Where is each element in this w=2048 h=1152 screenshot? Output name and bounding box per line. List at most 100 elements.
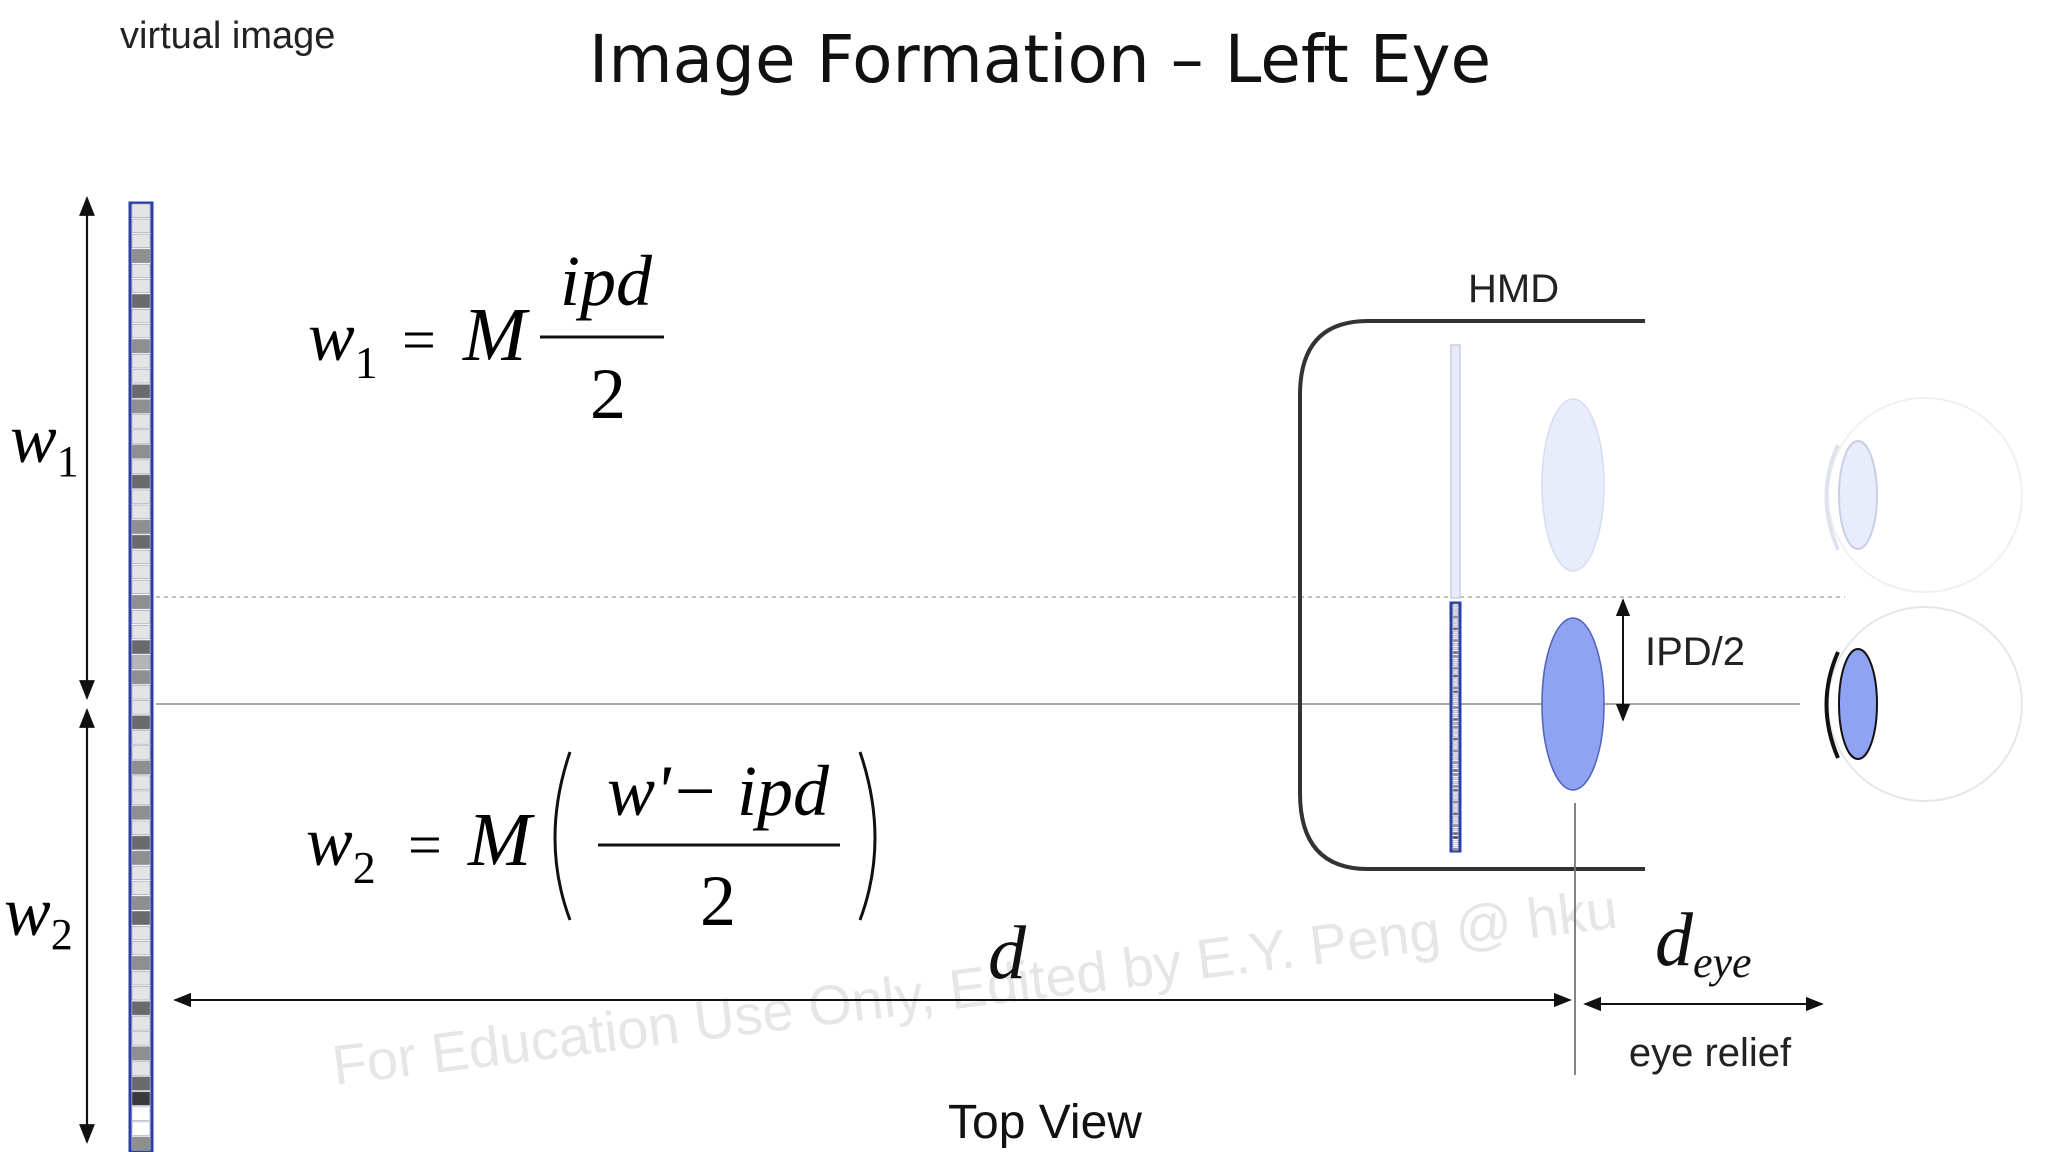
panel-pixel-cell xyxy=(1452,674,1459,678)
eye-lens-left xyxy=(1838,648,1878,760)
strip-pixel-cell xyxy=(131,1061,151,1076)
panel-pixel-cell xyxy=(1452,796,1459,800)
panel-pixel-cell xyxy=(1452,776,1459,780)
panel-pixel-cell xyxy=(1452,835,1459,839)
w1-side-label: w1 xyxy=(10,401,79,486)
panel-pixel-cell xyxy=(1452,725,1459,729)
strip-pixel-cell xyxy=(131,233,151,248)
strip-pixel-cell xyxy=(131,805,151,820)
strip-pixel-cell xyxy=(131,1091,151,1106)
strip-pixel-cell xyxy=(131,354,151,369)
strip-pixel-cell xyxy=(131,324,151,339)
strip-pixel-cell xyxy=(131,760,151,775)
panel-pixel-cell xyxy=(1452,694,1459,698)
panel-pixel-cell xyxy=(1452,658,1459,662)
d-eye-label: deye xyxy=(1655,898,1752,987)
panel-pixel-cell xyxy=(1452,615,1459,619)
panel-pixel-cell xyxy=(1452,757,1459,761)
strip-pixel-cell xyxy=(131,609,151,625)
panel-pixel-cell xyxy=(1452,745,1459,749)
panel-pixel-cell xyxy=(1452,717,1459,721)
strip-pixel-cell xyxy=(131,504,151,519)
strip-pixel-cell xyxy=(131,369,151,384)
strip-pixel-cell xyxy=(131,941,151,956)
strip-pixel-cell xyxy=(131,519,151,534)
svg-text:w1: w1 xyxy=(308,299,378,388)
panel-pixel-cell xyxy=(1452,623,1459,627)
display-panel-left xyxy=(1449,601,1462,853)
panel-pixel-cell xyxy=(1452,702,1459,706)
panel-pixel-cell xyxy=(1452,769,1459,773)
strip-pixel-cell xyxy=(131,278,151,294)
panel-pixel-cell xyxy=(1452,666,1459,670)
eye-lens-right-faded xyxy=(1838,440,1878,550)
panel-pixel-cell xyxy=(1452,611,1459,615)
strip-pixel-cell xyxy=(131,309,151,324)
panel-pixel-cell xyxy=(1452,635,1459,639)
strip-pixel-cell xyxy=(131,986,151,1001)
panel-pixel-cell xyxy=(1452,709,1459,714)
strip-pixel-cell xyxy=(131,925,151,941)
strip-pixel-cell xyxy=(131,459,151,474)
panel-pixel-cell xyxy=(1452,698,1459,702)
strip-pixel-cell xyxy=(131,429,151,444)
strip-pixel-cell xyxy=(131,730,151,745)
eye-relief-label: eye relief xyxy=(1629,1031,1792,1075)
panel-pixel-cell xyxy=(1452,706,1459,710)
strip-pixel-cell xyxy=(131,1106,151,1121)
panel-pixel-cell xyxy=(1452,713,1459,717)
panel-pixel-cell xyxy=(1452,800,1459,804)
panel-pixel-cell xyxy=(1452,631,1459,635)
strip-pixel-cell xyxy=(131,444,151,459)
strip-pixel-cell xyxy=(131,263,151,279)
strip-pixel-cell xyxy=(131,1076,151,1091)
svg-text:ipd: ipd xyxy=(560,241,653,321)
panel-pixel-cell xyxy=(1452,808,1459,812)
strip-pixel-cell xyxy=(131,956,151,971)
svg-text:w'− ipd: w'− ipd xyxy=(607,751,830,831)
panel-pixel-cell xyxy=(1452,765,1459,769)
strip-pixel-cell xyxy=(131,910,151,926)
virtual-image-label: virtual image xyxy=(120,15,335,57)
strip-pixel-cell xyxy=(131,549,151,564)
panel-pixel-cell xyxy=(1452,780,1459,784)
svg-text:M: M xyxy=(462,293,530,377)
panel-pixel-cell xyxy=(1452,843,1459,847)
strip-pixel-cell xyxy=(131,880,151,895)
panel-pixel-cell xyxy=(1452,816,1459,820)
strip-pixel-cell xyxy=(131,655,151,670)
panel-pixel-cell xyxy=(1452,824,1459,828)
panel-pixel-cell xyxy=(1452,670,1459,674)
display-panel-faded xyxy=(1450,344,1461,599)
equation-w2: w2 = M w'− ipd 2 xyxy=(306,751,877,941)
panel-pixel-cell xyxy=(1452,643,1459,647)
virtual-image-strip xyxy=(128,201,154,1152)
panel-pixel-cell xyxy=(1452,772,1459,777)
strip-pixel-cell xyxy=(131,339,151,354)
panel-pixel-cell xyxy=(1452,839,1459,843)
strip-pixel-cell xyxy=(131,775,151,790)
strip-pixel-cell xyxy=(131,218,151,233)
lens-left xyxy=(1541,617,1605,791)
strip-pixel-cell xyxy=(131,1136,151,1151)
strip-pixel-cell xyxy=(131,625,151,640)
strip-pixel-cell xyxy=(131,1121,151,1136)
svg-text:2: 2 xyxy=(700,861,736,941)
strip-pixel-cell xyxy=(131,715,151,730)
panel-pixel-cell xyxy=(1452,662,1459,666)
equation-w1: w1 = M ipd 2 xyxy=(308,241,664,434)
top-view-caption: Top View xyxy=(948,1096,1142,1149)
strip-pixel-cell xyxy=(131,895,151,911)
panel-pixel-cell xyxy=(1452,627,1459,631)
strip-pixel-cell xyxy=(131,820,151,835)
panel-pixel-cell xyxy=(1452,647,1459,651)
watermark: For Education Use Only, Edited by E.Y. P… xyxy=(329,877,1621,1097)
strip-pixel-cell xyxy=(131,1031,151,1046)
panel-pixel-cell xyxy=(1452,619,1459,623)
hmd-housing xyxy=(1298,319,1645,871)
ipd-half-label: IPD/2 xyxy=(1645,630,1745,674)
panel-pixel-cell xyxy=(1452,721,1459,725)
strip-pixel-cell xyxy=(131,835,151,850)
panel-pixel-cell xyxy=(1452,639,1459,643)
